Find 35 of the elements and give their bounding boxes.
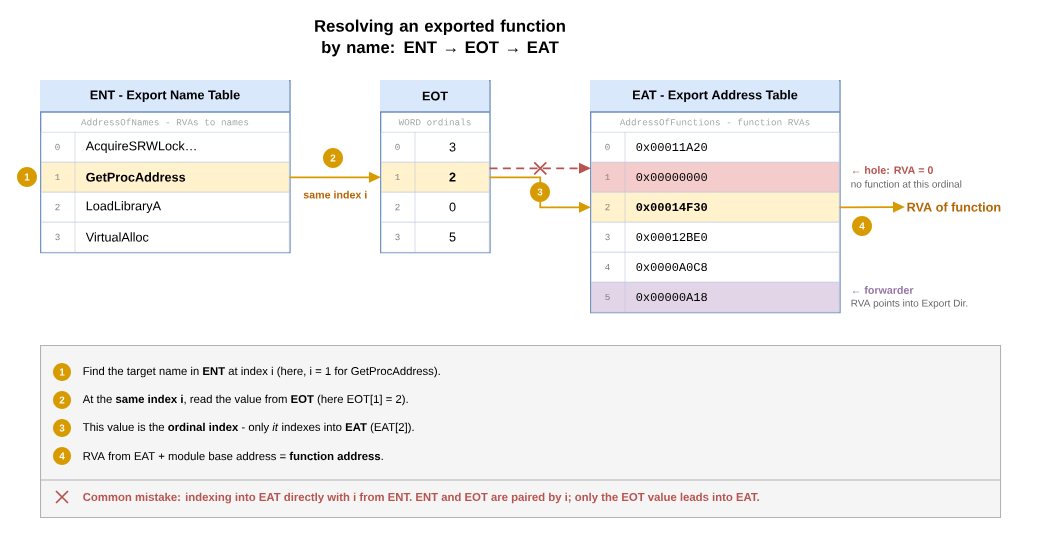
result-text: RVA of function [907,202,1001,212]
table-row: 5 0x00000A18 [591,281,840,313]
callout-number: 2 [323,148,343,168]
title: Resolving an exported function by name: ENT → EOT → EAT [315,19,565,57]
annotation-note: RVA points into Export Dir. [851,299,968,309]
callout-number: 1 [53,363,71,381]
table-row: 2 0 [381,191,490,223]
annotation: ← forwarder [852,286,914,294]
table-row: 1 0x00000000 [591,161,840,193]
callout-number: 1 [17,167,37,187]
step-text: At the same index i, read the value from EOT (here EOT[1] = 2). [82,394,408,406]
warning-text: Common mistake: indexing into EAT directly with i from ENT. ENT and EOT are paired by i; only the EOT value leads into EAT. [83,492,759,504]
callout-number: 2 [53,391,71,409]
table-row: 3 VirtualAlloc [41,221,290,253]
table-row: 0 AcquireSRWLock… [41,131,290,163]
table-row: 0 0x00011A20 [591,131,840,163]
step-text: RVA from EAT + module base address = function address. [83,451,383,461]
callout-number: 3 [530,182,550,202]
table-row: 1 GetProcAddress [41,161,290,193]
table-row: 3 0x00012BE0 [591,221,840,253]
annotation-note: no function at this ordinal [851,180,962,188]
table-row: 0 3 [381,131,490,163]
explanation-panel [40,345,1002,519]
table-row: 2 0x00014F30 [591,191,840,223]
step-text: Find the target name in ENT at index i (here, i = 1 for GetProcAddress). [83,366,440,378]
callout-number: 4 [852,216,872,236]
table-row: 4 0x0000A0C8 [591,251,840,283]
callout-number: 4 [53,447,71,465]
table-row: 1 2 [381,161,490,193]
table-row: 3 5 [381,221,490,253]
annotation: ← hole: RVA = 0 [852,166,933,174]
edge-label: same index i [303,190,367,199]
callout-number: 3 [53,419,71,437]
step-text: This value is the ordinal index - only it indexes into EAT (EAT[2]). [82,422,414,434]
table-row: 2 LoadLibraryA [41,191,290,223]
